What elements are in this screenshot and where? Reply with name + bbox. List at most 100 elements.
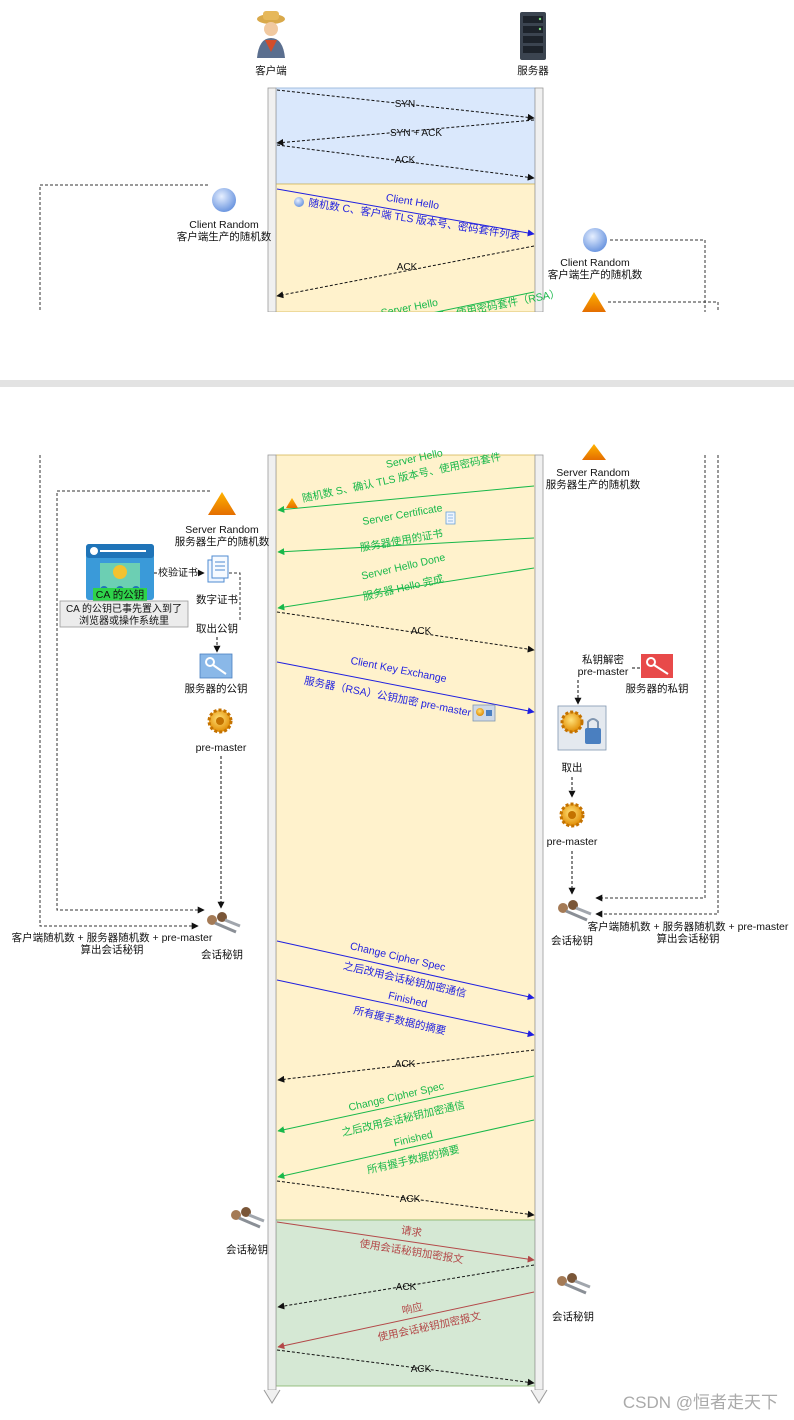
ccs-client-arrow xyxy=(276,940,535,1001)
client-session-key2-label: 会话秘钥 xyxy=(226,1243,268,1256)
server-title: 服务器 xyxy=(517,64,549,77)
server-rack-icon xyxy=(520,12,546,60)
server-private-key-label: 服务器的私钥 xyxy=(626,682,689,695)
server-random-connector-cut xyxy=(608,301,719,312)
random-triangle-icon xyxy=(582,444,606,460)
server-calc-line1: 客户端随机数 + 服务器随机数 + pre-master xyxy=(588,920,789,933)
ack-label-7: ACK xyxy=(411,1364,432,1375)
response-arrow xyxy=(277,1291,535,1350)
pre-master-client-label: pre-master xyxy=(196,742,247,754)
ack-arrow-6 xyxy=(277,1264,535,1310)
ca-pubkey-badge xyxy=(93,588,147,601)
gear-lock-icon xyxy=(472,704,496,722)
client-random-server-connector xyxy=(595,455,706,902)
client-lifeline xyxy=(267,87,277,313)
keys-icon xyxy=(231,1207,265,1229)
ack-label: ACK xyxy=(395,155,416,166)
syn-ack-label: SYN + ACK xyxy=(390,128,442,139)
take-out-label: 取出 xyxy=(562,761,583,774)
random-circle-icon xyxy=(294,197,304,207)
keys-icon xyxy=(207,912,241,934)
client-title: 客户端 xyxy=(255,64,287,77)
ack-arrow-7 xyxy=(276,1349,535,1386)
random-triangle-icon xyxy=(582,292,606,312)
server-client-random-title: Client Random xyxy=(560,257,630,269)
ack-arrow-5 xyxy=(276,1180,535,1218)
server-hello-arrow xyxy=(277,485,535,513)
cut-whitespace xyxy=(0,312,794,380)
client-random-desc: 客户端生产的随机数 xyxy=(177,230,272,243)
ack-arrow-4 xyxy=(277,1049,535,1083)
client-random-connector xyxy=(39,184,208,312)
section-divider xyxy=(0,380,794,387)
server-calc-line2: 算出会话秘钥 xyxy=(657,932,720,945)
farmer-user-icon xyxy=(257,11,285,58)
client-random-to-session-connector xyxy=(39,455,199,930)
keys-icon xyxy=(557,1273,591,1295)
syn-arrow xyxy=(276,89,535,121)
client-calc-line2: 算出会话秘钥 xyxy=(81,943,144,956)
random-triangle-icon xyxy=(208,492,236,515)
verify-cert-label: 校验证书 xyxy=(158,566,198,579)
gear-icon xyxy=(559,802,585,828)
server-lifeline-end xyxy=(530,1389,548,1404)
server-client-random-desc: 客户端生产的随机数 xyxy=(548,268,643,281)
server-lifeline xyxy=(534,87,544,313)
finished-server-arrow xyxy=(277,1119,535,1180)
tcp-handshake-band xyxy=(275,87,536,185)
ack-label-4: ACK xyxy=(395,1059,416,1070)
private-decrypt-line2: pre-master xyxy=(578,666,629,678)
server-session-key-label: 会话秘钥 xyxy=(551,934,593,947)
extract-pubkey-label: 取出公钥 xyxy=(196,622,238,635)
tls-handshake-band-2 xyxy=(275,454,536,1221)
cut-whitespace-2 xyxy=(0,387,794,455)
digital-cert-label: 数字证书 xyxy=(196,593,238,606)
ca-note-line2: 浏览器或操作系统里 xyxy=(79,614,169,627)
ack-label-6: ACK xyxy=(396,1282,417,1293)
ack-label-2: ACK xyxy=(397,262,418,273)
verify-cert-bg xyxy=(158,566,198,578)
server-random-server-title: Server Random xyxy=(556,467,630,479)
server-session-key2-label: 会话秘钥 xyxy=(552,1310,594,1323)
ccs-server-arrow xyxy=(277,1075,535,1134)
part1: 客户端 服务器 SYN SYN + ACK ACK Client Hello 随… xyxy=(39,11,719,346)
server-pubkey-label: 服务器的公钥 xyxy=(185,682,248,695)
part2: Server Random 服务器生产的随机数 Server Hello 随机数… xyxy=(12,444,789,1404)
server-hello-done-arrow xyxy=(277,567,535,611)
watermark: CSDN @恒者走天下 xyxy=(623,1393,778,1412)
ack-arrow-2 xyxy=(276,245,535,299)
client-lifeline-2 xyxy=(267,454,277,1391)
server-client-random-connector xyxy=(610,239,706,312)
client-lifeline-end xyxy=(263,1389,281,1404)
cert-to-pubkey-connector xyxy=(229,572,241,620)
server-random-client-title: Server Random xyxy=(185,524,259,536)
ca-pubkey-label: CA 的公钥 xyxy=(96,588,144,601)
certificate-document-icon xyxy=(445,511,456,525)
syn-label: SYN xyxy=(395,99,416,110)
request-title: 请求 xyxy=(400,1223,423,1239)
keys-icon xyxy=(558,900,592,922)
ca-certificate-icon xyxy=(86,544,154,600)
ack-label-5: ACK xyxy=(400,1194,421,1205)
syn-ack-arrow xyxy=(276,119,535,146)
gear-icon xyxy=(207,708,233,734)
request-arrow xyxy=(276,1221,535,1263)
ack-arrow xyxy=(276,144,535,181)
client-calc-line1: 客户端随机数 + 服务器随机数 + pre-master xyxy=(12,931,213,944)
private-key-icon xyxy=(641,654,673,678)
random-circle-icon xyxy=(212,188,236,212)
client-session-key-label: 会话秘钥 xyxy=(201,948,243,961)
data-transfer-band xyxy=(275,1219,536,1387)
certificate-document-icon xyxy=(207,555,229,583)
server-random-to-session-connector xyxy=(56,490,210,914)
pre-master-server-label: pre-master xyxy=(547,836,598,848)
ack-arrow-3 xyxy=(276,611,535,653)
ca-note-line1: CA 的公钥已事先置入到了 xyxy=(66,602,182,615)
finished-client-arrow xyxy=(276,979,535,1038)
server-random-server-desc: 服务器生产的随机数 xyxy=(546,478,641,491)
ca-note-box xyxy=(59,600,189,628)
client-hello-arrow xyxy=(276,188,535,237)
response-title: 响应 xyxy=(401,1300,425,1317)
public-key-icon xyxy=(199,653,233,679)
